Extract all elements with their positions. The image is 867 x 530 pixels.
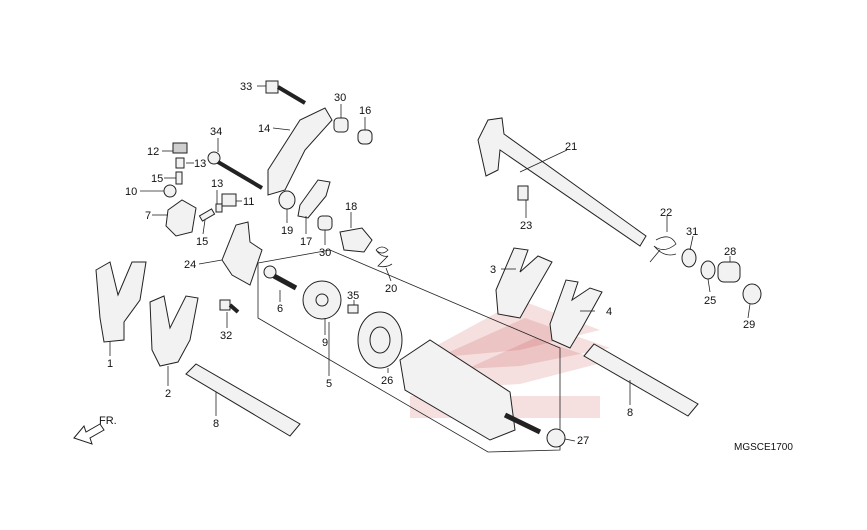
callout-15b: 15	[196, 236, 208, 248]
shift-drum	[399, 339, 516, 441]
spring-22	[649, 236, 677, 263]
callout-23: 23	[520, 220, 532, 232]
bolt-23	[517, 185, 529, 201]
nut-10	[163, 184, 177, 198]
callout-35: 35	[347, 290, 359, 302]
front-label: FR.	[99, 415, 117, 427]
clip-11	[221, 193, 237, 207]
shaft-18	[339, 227, 373, 253]
front-arrow-icon	[73, 423, 105, 445]
callout-25: 25	[704, 295, 716, 307]
stopper-plate-14	[267, 107, 333, 196]
fork-shaft-8b	[583, 343, 699, 417]
bearing-27	[546, 428, 566, 448]
pin-30a	[333, 117, 349, 133]
spring-20	[375, 246, 393, 268]
callout-7: 7	[145, 210, 151, 222]
stopper-arm-7	[165, 199, 197, 237]
bolt-6	[263, 265, 298, 291]
fork-3	[495, 247, 553, 319]
bracket-24	[221, 221, 263, 286]
diagram-code: MGSCE1700	[734, 442, 793, 453]
callout-24: 24	[184, 259, 196, 271]
callout-9: 9	[322, 337, 328, 349]
shift-spindle-21	[477, 117, 647, 247]
washer-19	[278, 190, 296, 210]
fork-4	[549, 279, 603, 349]
callout-4: 4	[606, 306, 612, 318]
cap-12	[172, 142, 188, 154]
seal-28	[717, 261, 741, 283]
callout-33: 33	[240, 81, 252, 93]
link-17	[297, 179, 331, 219]
bolt-32	[219, 299, 240, 314]
callout-31: 31	[686, 226, 698, 238]
callout-12: 12	[147, 146, 159, 158]
callout-19: 19	[281, 225, 293, 237]
callout-34: 34	[210, 126, 222, 138]
collar-13a	[175, 157, 185, 169]
callout-22: 22	[660, 207, 672, 219]
spring-15a	[175, 171, 183, 185]
washer-25	[700, 260, 716, 280]
leader-lines	[109, 85, 751, 442]
callout-30a: 30	[334, 92, 346, 104]
callout-18: 18	[345, 201, 357, 213]
callout-8a: 8	[213, 418, 219, 430]
callout-21: 21	[565, 141, 577, 153]
pin-30b	[317, 215, 333, 231]
callout-1: 1	[107, 358, 113, 370]
drum-shaft	[503, 412, 542, 435]
callout-2: 2	[165, 388, 171, 400]
callouts: 33 30 16 14 34 12 13 15 10 13 11 7 15 24…	[107, 81, 755, 447]
fork-shaft-8a	[185, 363, 301, 437]
callout-14: 14	[258, 123, 270, 135]
callout-30b: 30	[319, 247, 331, 259]
callout-16: 16	[359, 105, 371, 117]
callout-10: 10	[125, 186, 137, 198]
callout-17: 17	[300, 236, 312, 248]
fork-2	[149, 295, 199, 367]
collar-13b	[215, 203, 223, 213]
callout-11: 11	[243, 196, 254, 208]
bearing-26-inner	[369, 326, 391, 354]
callout-29: 29	[743, 319, 755, 331]
star-cam-hub	[315, 293, 329, 307]
bolt-34	[207, 151, 264, 190]
callout-15a: 15	[151, 173, 163, 185]
drum-assembly-frame	[257, 249, 561, 453]
callout-8b: 8	[627, 407, 633, 419]
callout-13b: 13	[211, 178, 223, 190]
fork-1	[95, 261, 147, 343]
washer-31	[681, 248, 697, 268]
callout-28: 28	[724, 246, 736, 258]
callout-6: 6	[277, 303, 283, 315]
callout-27: 27	[577, 435, 589, 447]
washer-29	[742, 283, 762, 305]
callout-32: 32	[220, 330, 232, 342]
spring-15b	[198, 208, 216, 222]
callout-26: 26	[381, 375, 393, 387]
callout-5: 5	[326, 378, 332, 390]
callout-20: 20	[385, 283, 397, 295]
pin-35	[347, 304, 359, 314]
callout-3: 3	[490, 264, 496, 276]
bolt-33	[265, 80, 307, 105]
callout-13a: 13	[194, 158, 206, 170]
collar-16	[357, 129, 373, 145]
